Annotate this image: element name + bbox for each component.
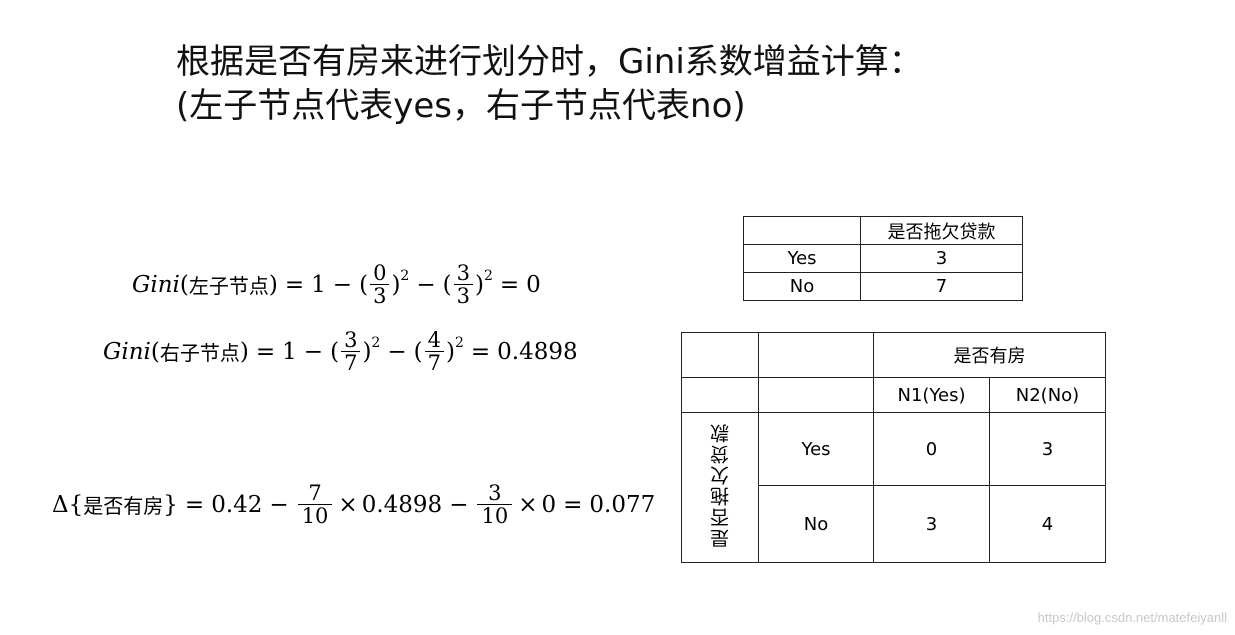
column-header: N1(Yes) [873, 377, 990, 413]
table-row: 是否有房 [681, 332, 1106, 378]
row-label: Yes [743, 244, 861, 273]
row-group-label: 是否拖欠贷款 [709, 422, 732, 548]
table-cell: 0 [873, 412, 990, 486]
slide-title: 根据是否有房来进行划分时，Gini系数增益计算： (左子节点代表yes，右子节点… [176, 40, 923, 128]
table-row: Yes 3 [743, 244, 1023, 273]
table-row: 是否拖欠贷款 [743, 216, 1023, 245]
row-label: Yes [758, 412, 874, 486]
one-value: 1 [282, 338, 297, 365]
fraction-denominator: 7 [341, 351, 361, 374]
exponent: 2 [454, 334, 464, 351]
fraction-numerator: 4 [427, 328, 441, 352]
table-row: No 7 [743, 272, 1023, 301]
table-cell [743, 216, 861, 245]
result-value: 0.4898 [497, 338, 578, 365]
group-header: 是否有房 [873, 332, 1106, 378]
gini-arg-label: 左子节点 [188, 274, 269, 298]
base-value: 0.42 [211, 491, 263, 518]
table-cell: 3 [873, 485, 990, 563]
column-header: N2(No) [989, 377, 1106, 413]
fraction-numerator: 0 [373, 261, 387, 285]
delta-symbol: Δ [52, 491, 69, 518]
table-cell [758, 377, 874, 413]
delta-arg-label: 是否有房 [83, 494, 164, 518]
table-header: 是否拖欠贷款 [860, 216, 1023, 245]
table-cell: 3 [860, 244, 1023, 273]
fraction-denominator: 7 [424, 351, 444, 374]
table-cell: 4 [989, 485, 1106, 563]
fraction-numerator: 3 [488, 481, 502, 505]
table-row: N1(Yes) N2(No) [681, 377, 1106, 413]
fraction-denominator: 10 [477, 504, 513, 527]
gini-func-label: Gini [132, 271, 180, 298]
title-line-1: 根据是否有房来进行划分时，Gini系数增益计算： [176, 42, 923, 82]
table-cell: 3 [989, 412, 1106, 486]
house-default-crosstab: 是否有房 N1(Yes) N2(No) 是否拖欠贷款 Yes 0 3 No 3 … [681, 332, 1106, 563]
fraction-denominator: 10 [297, 504, 333, 527]
fraction-numerator: 3 [456, 261, 470, 285]
multiplier-value: 0.4898 [361, 491, 443, 518]
fraction-numerator: 3 [344, 328, 358, 352]
row-label: No [743, 272, 861, 301]
exponent: 2 [400, 267, 410, 284]
gini-arg-label: 右子节点 [159, 341, 240, 365]
table-cell [758, 332, 874, 378]
default-count-table: 是否拖欠贷款 Yes 3 No 7 [743, 216, 1023, 301]
table-cell [681, 332, 759, 378]
exponent: 2 [371, 334, 381, 351]
fraction-denominator: 3 [453, 284, 473, 307]
result-value: 0 [526, 271, 541, 298]
result-value: 0.077 [589, 491, 656, 518]
table-cell [681, 377, 759, 413]
fraction-numerator: 7 [308, 481, 322, 505]
row-group-label-cell: 是否拖欠贷款 [681, 412, 759, 563]
table-row: No 3 4 [682, 485, 1106, 563]
exponent: 2 [483, 267, 493, 284]
one-value: 1 [311, 271, 326, 298]
gini-func-label: Gini [103, 338, 151, 365]
title-line-2: (左子节点代表yes，右子节点代表no) [176, 86, 746, 126]
watermark: https://blog.csdn.net/matefeiyanll [1037, 610, 1227, 625]
multiplier-value: 0 [541, 491, 557, 518]
table-row: 是否拖欠贷款 Yes 0 3 [681, 412, 1106, 563]
row-label: No [758, 485, 874, 563]
fraction-denominator: 3 [370, 284, 390, 307]
table-cell: 7 [860, 272, 1023, 301]
